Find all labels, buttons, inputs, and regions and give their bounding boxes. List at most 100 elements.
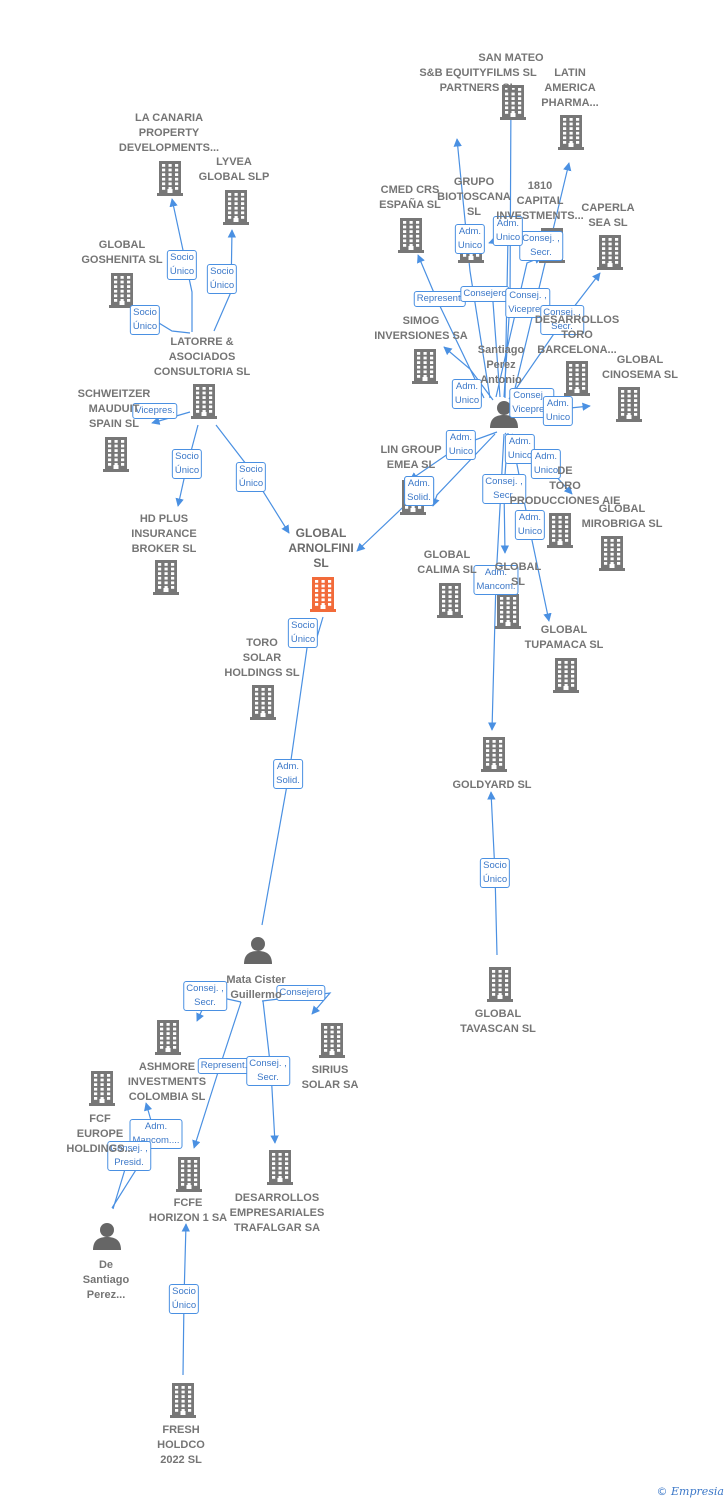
company-name-arnolfini[interactable]: GLOBAL ARNOLFINI SL: [288, 526, 354, 570]
company-building-icon[interactable]: [597, 235, 623, 270]
edge-role-label[interactable]: Adm. Unico: [542, 396, 574, 426]
company-building-icon[interactable]: [191, 384, 217, 419]
company-building-icon[interactable]: [599, 536, 625, 571]
company-name-fcfeurope[interactable]: FCF EUROPE HOLDINGS...: [66, 1113, 134, 1155]
company-name-lacanaria[interactable]: LA CANARIA PROPERTY DEVELOPMENTS...: [118, 112, 220, 154]
company-building-icon[interactable]: [500, 85, 526, 120]
person-icon[interactable]: [93, 1223, 121, 1250]
company-building-icon[interactable]: [89, 1071, 115, 1106]
company-building-icon[interactable]: [153, 560, 179, 595]
company-name-hdplus[interactable]: HD PLUS INSURANCE BROKER SL: [131, 513, 197, 555]
person-name-mata[interactable]: Mata Cister Guillermo: [226, 974, 286, 1001]
company-name-schweitzer[interactable]: SCHWEITZER MAUDUIT SPAIN SL: [77, 388, 151, 430]
person-name-desantiago[interactable]: De Santiago Perez...: [82, 1259, 130, 1301]
company-building-icon[interactable]: [267, 1150, 293, 1185]
edge-role-label[interactable]: Socio Único: [235, 462, 267, 492]
company-building-icon[interactable]: [616, 387, 642, 422]
company-name-fcfe[interactable]: FCFE HORIZON 1 SA: [148, 1197, 228, 1224]
edge-role-label[interactable]: Adm. Unico: [454, 224, 486, 254]
edge-role-label[interactable]: Consej. , Secr.: [482, 474, 526, 504]
edge-role-label[interactable]: Adm. Unico: [492, 216, 524, 246]
edge-role-label[interactable]: Adm. Unico: [445, 430, 477, 460]
company-name-goldyard[interactable]: GOLDYARD SL: [452, 779, 532, 791]
edge-role-label[interactable]: Adm. Unico: [451, 379, 483, 409]
edge-role-label[interactable]: Consej. , Secr.: [519, 231, 563, 261]
edge-role-label[interactable]: Consej. , Vicepres.: [505, 288, 551, 318]
edge-line: [453, 138, 491, 399]
company-name-producciones[interactable]: DE TORO PRODUCCIONES AIE: [509, 465, 621, 507]
edge-role-label[interactable]: Represent.: [413, 291, 467, 307]
company-building-icon[interactable]: [564, 361, 590, 396]
edge-role-label[interactable]: Socio Único: [166, 250, 198, 280]
edge-role-label[interactable]: Socio Único: [171, 449, 203, 479]
focus-company-icon[interactable]: [310, 577, 336, 612]
person-icon[interactable]: [244, 937, 272, 964]
person-icon[interactable]: [490, 401, 518, 428]
company-building-icon[interactable]: [103, 437, 129, 472]
edge-role-label[interactable]: Vicepres.: [132, 403, 178, 419]
company-building-icon[interactable]: [487, 967, 513, 1002]
company-name-fresh[interactable]: FRESH HOLDCO 2022 SL: [157, 1424, 205, 1466]
edge-role-label[interactable]: Adm. Mancom.: [473, 565, 519, 595]
company-name-goshenita[interactable]: GLOBAL GOSHENITA SL: [81, 239, 163, 266]
company-name-tavascan[interactable]: GLOBAL TAVASCAN SL: [460, 1008, 536, 1035]
company-name-simog[interactable]: SIMOG INVERSIONES SA: [374, 315, 468, 342]
company-name-sanmateo[interactable]: SAN MATEO: [478, 52, 544, 64]
edge-role-label[interactable]: Socio Único: [168, 1284, 200, 1314]
company-name-trafalgar[interactable]: DESARROLLOS EMPRESARIALES TRAFALGAR SA: [229, 1192, 325, 1234]
edge-role-label[interactable]: Socio Único: [287, 618, 319, 648]
company-building-icon[interactable]: [223, 190, 249, 225]
company-building-icon[interactable]: [109, 273, 135, 308]
company-building-icon[interactable]: [547, 513, 573, 548]
edge-line: [511, 162, 572, 402]
edge-role-label[interactable]: Socio Único: [129, 305, 161, 335]
company-building-icon[interactable]: [176, 1157, 202, 1192]
company-name-mirobriga[interactable]: GLOBAL MIROBRIGA SL: [581, 503, 663, 530]
company-name-tupamaca[interactable]: GLOBAL TUPAMACA SL: [524, 624, 604, 651]
person-name-santiago[interactable]: Santiago Perez Antonio: [477, 344, 525, 386]
edge-role-label[interactable]: Adm. Solid.: [273, 759, 303, 789]
company-name-grupo[interactable]: GRUPO BIOTOSCANA SL: [437, 176, 511, 218]
company-name-cmed[interactable]: CMED CRS ESPAÑA SL: [379, 184, 441, 211]
company-name-sirius[interactable]: SIRIUS SOLAR SA: [301, 1064, 359, 1091]
company-name-globalsl[interactable]: GLOBAL SL: [494, 561, 542, 588]
company-building-icon[interactable]: [481, 737, 507, 772]
company-building-icon[interactable]: [437, 583, 463, 618]
edge-role-label[interactable]: Consej. , Presid.: [107, 1141, 151, 1171]
empresia-credit[interactable]: © Empresia: [657, 1485, 725, 1498]
company-name-lingroup[interactable]: LIN GROUP EMEA SL: [380, 444, 442, 471]
company-name-lyvea[interactable]: LYVEA GLOBAL SLP: [198, 156, 270, 183]
company-building-icon[interactable]: [558, 115, 584, 150]
company-name-latorre[interactable]: LATORRE & ASOCIADOS CONSULTORIA SL: [153, 336, 251, 378]
edge-role-label[interactable]: Adm. Unico: [530, 449, 562, 479]
copyright-icon: ©: [656, 1485, 668, 1498]
edge-role-label[interactable]: Socio Único: [206, 264, 238, 294]
company-building-icon[interactable]: [495, 594, 521, 629]
company-building-icon[interactable]: [412, 349, 438, 384]
company-building-icon[interactable]: [155, 1020, 181, 1055]
company-name-c1810[interactable]: 1810 CAPITAL INVESTMENTS...: [496, 180, 584, 222]
company-name-desarrollosbcn[interactable]: DESARROLLOS TORO BARCELONA...: [534, 314, 620, 356]
edge-line: [169, 198, 193, 332]
company-name-toro[interactable]: TORO SOLAR HOLDINGS SL: [224, 637, 300, 679]
edge-role-label[interactable]: Consej. , Secr.: [246, 1056, 290, 1086]
company-building-icon[interactable]: [250, 685, 276, 720]
edge-role-label[interactable]: Consej. , Secr.: [540, 305, 584, 335]
company-name-ashmore[interactable]: ASHMORE INVESTMENTS COLOMBIA SL: [127, 1061, 207, 1103]
edge-role-label[interactable]: Adm. Unico: [514, 510, 546, 540]
edge-role-label[interactable]: Consejero: [460, 286, 510, 302]
edge-role-label[interactable]: Consej. , Secr.: [183, 981, 227, 1011]
edge-role-label[interactable]: Adm. Solid.: [404, 476, 434, 506]
company-name-calima[interactable]: GLOBAL CALIMA SL: [417, 549, 477, 576]
company-building-icon[interactable]: [398, 218, 424, 253]
company-name-latin[interactable]: LATIN AMERICA PHARMA...: [541, 67, 599, 109]
company-name-sb[interactable]: S&B EQUITYFILMS SL PARTNERS SL: [419, 67, 537, 94]
company-building-icon[interactable]: [170, 1383, 196, 1418]
company-name-caperla[interactable]: CAPERLA SEA SL: [581, 202, 635, 229]
company-building-icon[interactable]: [157, 161, 183, 196]
company-building-icon[interactable]: [319, 1023, 345, 1058]
edge-role-label[interactable]: Socio Único: [479, 858, 511, 888]
company-name-cinosema[interactable]: GLOBAL CINOSEMA SL: [602, 354, 678, 381]
edge-role-label[interactable]: Consejero: [276, 985, 326, 1001]
company-building-icon[interactable]: [553, 658, 579, 693]
